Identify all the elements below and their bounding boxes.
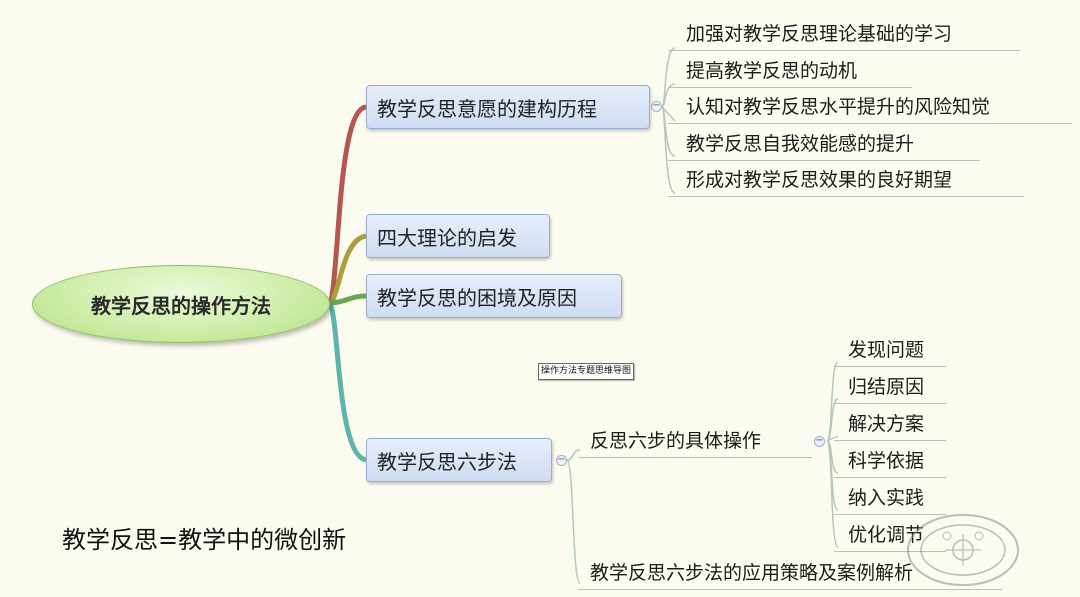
links-branch1-children bbox=[661, 47, 676, 194]
subtopic-item[interactable]: 教学反思自我效能感的提升 bbox=[668, 125, 980, 161]
step-item[interactable]: 发现问题 bbox=[834, 331, 946, 367]
link-root-branch4 bbox=[325, 300, 368, 463]
collapse-toggle-icon[interactable]: − bbox=[556, 454, 567, 466]
root-topic[interactable]: 教学反思的操作方法 bbox=[32, 265, 330, 343]
step-item[interactable]: 解决方案 bbox=[834, 405, 946, 441]
step-item[interactable]: 科学依据 bbox=[834, 442, 946, 478]
topic-six-step-method[interactable]: 教学反思六步法 bbox=[366, 438, 552, 482]
subtopic-application-strategy[interactable]: 教学反思六步法的应用策略及案例解析 bbox=[578, 554, 1002, 590]
topic-dilemma-causes[interactable]: 教学反思的困境及原因 bbox=[366, 274, 622, 318]
topic-label: 教学反思的困境及原因 bbox=[377, 285, 577, 310]
caption-text: 教学反思=教学中的微创新 bbox=[62, 526, 347, 554]
topic-label: 四大理论的启发 bbox=[377, 225, 517, 250]
subtopic-six-steps-operation[interactable]: 反思六步的具体操作 bbox=[578, 422, 812, 458]
seal-watermark-icon bbox=[907, 514, 1019, 586]
links-steps bbox=[826, 361, 839, 548]
step-item[interactable]: 纳入实践 bbox=[834, 479, 946, 515]
links-branch4-children bbox=[566, 449, 581, 584]
topic-label: 教学反思六步法 bbox=[377, 449, 517, 474]
link-root-branch3 bbox=[327, 293, 367, 306]
subtopic-item[interactable]: 形成对教学反思效果的良好期望 bbox=[668, 161, 1024, 197]
collapse-toggle-icon[interactable]: − bbox=[651, 100, 662, 112]
subtopic-item[interactable]: 提高教学反思的动机 bbox=[668, 52, 912, 88]
tooltip: 操作方法专题思维导图 bbox=[538, 363, 635, 380]
step-item[interactable]: 优化调节 bbox=[834, 516, 946, 552]
topic-label: 教学反思意愿的建构历程 bbox=[377, 96, 597, 121]
step-item[interactable]: 归结原因 bbox=[834, 368, 946, 404]
subtopic-item[interactable]: 加强对教学反思理论基础的学习 bbox=[668, 15, 1020, 51]
root-topic-label: 教学反思的操作方法 bbox=[91, 293, 271, 318]
subtopic-item[interactable]: 认知对教学反思水平提升的风险知觉 bbox=[668, 88, 1072, 124]
collapse-toggle-icon[interactable]: − bbox=[814, 435, 825, 447]
topic-four-theories[interactable]: 四大理论的启发 bbox=[366, 214, 550, 258]
topic-reflection-willingness[interactable]: 教学反思意愿的建构历程 bbox=[366, 85, 650, 129]
link-root-branch1 bbox=[325, 104, 368, 306]
